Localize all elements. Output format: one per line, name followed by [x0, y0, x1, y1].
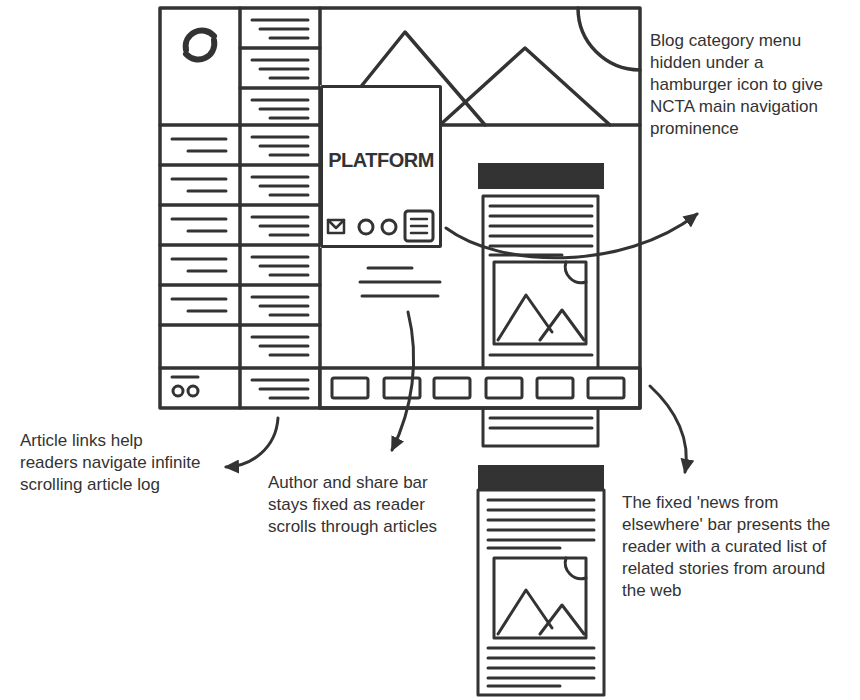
article-image-sun [565, 558, 586, 579]
menu-icon [405, 211, 433, 241]
news-item [486, 378, 522, 398]
news-item [332, 378, 368, 398]
article-link-lines [252, 20, 308, 398]
mail-icon [328, 220, 344, 233]
article-image [494, 262, 586, 344]
article-card [478, 490, 604, 695]
news-item [588, 378, 624, 398]
nav-item-lines [172, 139, 226, 311]
annotation-note: The fixed 'news from elsewhere' bar pres… [622, 492, 847, 602]
column-divider [240, 8, 320, 408]
author-lines [360, 268, 440, 296]
article-image-mountains [498, 590, 584, 634]
annotation-note: Blog category menu hidden under a hambur… [650, 30, 850, 140]
logo-swirl [186, 31, 215, 60]
article-image-sun [565, 262, 586, 283]
article-header-bar [478, 465, 604, 490]
callout-arrow [392, 312, 414, 450]
news-item [537, 378, 573, 398]
news-item [384, 378, 420, 398]
footer-icon-bar [172, 376, 198, 379]
nav-row-divider [160, 125, 240, 368]
menu-icon-lines [411, 219, 427, 233]
hero-sun [578, 8, 640, 70]
article-text-lines [488, 500, 594, 686]
callout-arrow [650, 386, 686, 472]
article-image-mountains [498, 295, 584, 340]
footer-icon-dot [173, 386, 183, 396]
article-image [494, 558, 586, 638]
news-bar [320, 368, 640, 408]
share-icon [359, 220, 373, 234]
annotation-note: Article links help readers navigate infi… [20, 430, 205, 496]
mail-icon-flap [328, 220, 344, 228]
browser-frame [160, 8, 640, 408]
article-header-bar [478, 163, 604, 189]
callout-arrow [226, 418, 278, 467]
annotation-note: Author and share bar stays fixed as read… [268, 472, 468, 538]
card-title: PLATFORM [323, 148, 439, 172]
callout-arrow [446, 214, 697, 258]
card-ground [320, 85, 442, 248]
article-link-divider [240, 48, 320, 368]
share-icon [382, 220, 396, 234]
content-card: PLATFORM [320, 85, 442, 248]
news-item [434, 378, 470, 398]
footer-icon-dot [188, 386, 198, 396]
